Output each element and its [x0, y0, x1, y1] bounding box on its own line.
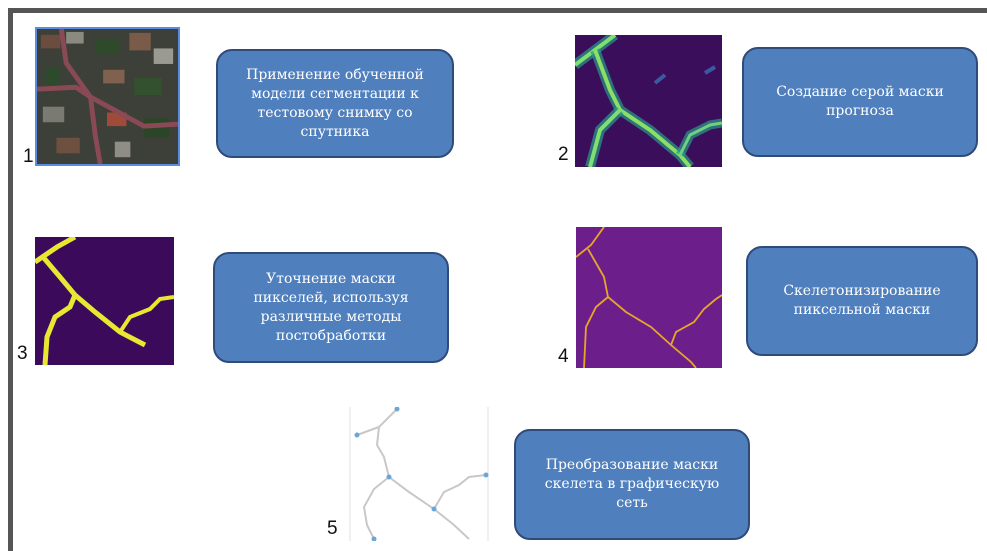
graph-network	[349, 407, 490, 541]
step-number: 4	[558, 346, 569, 367]
satellite-image	[35, 27, 180, 166]
frame-top-border	[8, 8, 987, 13]
grayscale-prediction-mask	[575, 35, 722, 167]
step-box: Создание серой маски прогноза	[742, 47, 978, 157]
step-number: 2	[558, 144, 569, 165]
refined-pixel-mask	[35, 237, 174, 365]
step-box: Уточнение маски пикселей, используя разл…	[213, 252, 449, 363]
step-number: 5	[327, 518, 338, 539]
step-number: 1	[23, 146, 34, 167]
step-box: Скелетонизирование пиксельной маски	[746, 246, 978, 356]
step-box: Преобразование маски скелета в графическ…	[514, 429, 750, 540]
frame-left-border	[8, 8, 13, 551]
step-number: 3	[17, 343, 28, 364]
skeleton-mask	[576, 227, 722, 368]
step-box: Применение обученной модели сегментации …	[216, 49, 454, 158]
